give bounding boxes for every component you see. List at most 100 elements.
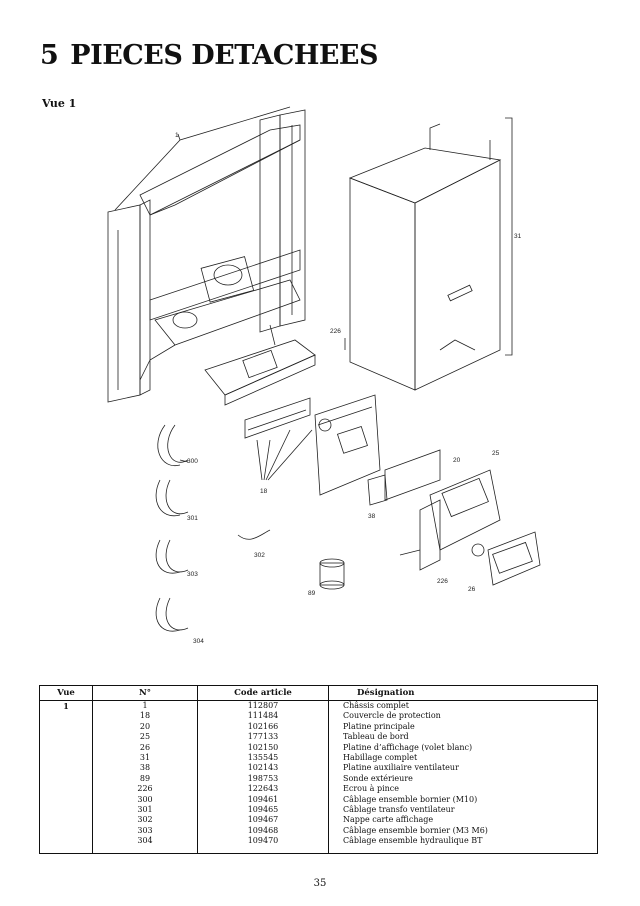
row-designation-cell: Habillage complet: [343, 753, 418, 763]
row-view-cell: [39, 732, 93, 743]
callout-20: 20: [453, 457, 461, 464]
row-code-cell: 109461: [197, 794, 329, 806]
callout-1: 1: [175, 132, 179, 139]
row-view-cell: [39, 721, 93, 733]
header-view: Vue: [39, 685, 93, 701]
row-designation-cell: Tableau de bord: [343, 732, 409, 742]
row-code-cell: 102166: [197, 721, 329, 733]
row-view-cell: [39, 825, 93, 837]
callout-38: 38: [368, 513, 376, 520]
row-number-cell: 31: [92, 753, 198, 764]
row-designation-cell: Nappe carte affichage: [343, 815, 434, 825]
row-number-cell: 18: [92, 711, 198, 722]
row-code-cell: 122643: [197, 784, 329, 795]
page-number: 35: [313, 878, 327, 889]
row-designation-cell: Platine auxiliaire ventilateur: [343, 763, 459, 773]
harness-301: [155, 479, 189, 517]
row-code-cell: 111484: [197, 711, 329, 722]
callout-89: 89: [308, 590, 316, 597]
row-code-cell: 102143: [197, 763, 329, 774]
row-view-cell: [39, 784, 93, 795]
casing-drawing: [348, 117, 513, 391]
row-code-cell: 109467: [197, 815, 329, 826]
row-designation-cell: Câblage ensemble bornier (M3 M6): [343, 825, 488, 835]
row-number-cell: 38: [92, 763, 198, 774]
row-number-cell: 300: [92, 794, 198, 806]
harness-302: [237, 529, 271, 540]
control-bracket-drawing: [204, 324, 316, 406]
row-number-cell: 25: [92, 732, 198, 743]
callout-226-top: 226: [330, 328, 341, 335]
dashboard-drawing: [399, 469, 501, 571]
row-code-cell: 102150: [197, 742, 329, 754]
row-code-cell: 109465: [197, 805, 329, 816]
row-number-cell: 303: [92, 825, 198, 837]
aux-board-drawing: [367, 474, 388, 506]
callout-26: 26: [468, 586, 476, 593]
row-number-cell: 226: [92, 784, 198, 795]
row-view-cell: [39, 763, 93, 774]
row-view-cell: [39, 753, 93, 764]
row-view-cell: [39, 742, 93, 754]
row-view-cell: [39, 794, 93, 806]
row-number-cell: 26: [92, 742, 198, 754]
row-number-cell: 301: [92, 805, 198, 816]
row-code-cell: 109470: [197, 836, 329, 854]
row-code-cell: 177133: [197, 732, 329, 743]
header-number: N°: [92, 685, 198, 701]
row-view-cell: [39, 815, 93, 826]
section-title: 5 PIECES DETACHEES: [40, 40, 378, 71]
harness-300: [157, 424, 189, 467]
row-code-cell: 112807: [197, 700, 329, 712]
callout-302: 302: [254, 552, 265, 559]
row-designation-cell: Platine principale: [343, 721, 415, 731]
row-designation-cell: Câblage ensemble bornier (M10): [343, 794, 478, 804]
outdoor-sensor-drawing: [319, 558, 345, 590]
table-header-row: Vue N° Code article Désignation: [39, 685, 598, 701]
section-title-text: PIECES DETACHEES: [70, 40, 378, 71]
row-designation-cell: Châssis complet: [343, 701, 409, 710]
row-code-cell: 198753: [197, 773, 329, 785]
row-view-cell: [39, 711, 93, 722]
row-number-cell: 1: [92, 700, 198, 712]
callout-304: 304: [193, 638, 204, 645]
row-view-cell: [39, 805, 93, 816]
section-number: 5: [40, 40, 59, 71]
header-code: Code article: [197, 685, 329, 701]
callout-226-bottom: 226: [437, 578, 448, 585]
chassis-drawing: [107, 106, 306, 403]
cover-drawing: [244, 397, 311, 439]
callout-300: 300: [187, 458, 198, 465]
row-code-cell: 135545: [197, 753, 329, 764]
row-number-cell: 302: [92, 815, 198, 826]
row-view-cell: [39, 836, 93, 854]
row-designation-cell: Sonde extérieure: [343, 773, 413, 783]
exploded-view-diagram: 1 31 226 300 18 20 25 38 301 302 303 89 …: [107, 106, 541, 645]
harness-304: [155, 597, 189, 632]
row-number-cell: 304: [92, 836, 198, 854]
main-board-drawing: [314, 394, 441, 501]
row-designation-cell: Câblage ensemble hydraulique BT: [343, 836, 483, 846]
harness-303: [155, 539, 189, 574]
display-board-drawing: [487, 531, 541, 586]
row-designation-cell: Platine d’affichage (volet blanc): [343, 742, 473, 752]
row-designation-cell: Ecrou à pince: [343, 784, 400, 794]
callout-31: 31: [514, 233, 522, 240]
row-number-cell: 89: [92, 773, 198, 785]
header-designation: Désignation: [328, 685, 598, 701]
row-designation-cell: Câblage transfo ventilateur: [343, 805, 455, 815]
row-view-cell: 1: [39, 700, 93, 712]
